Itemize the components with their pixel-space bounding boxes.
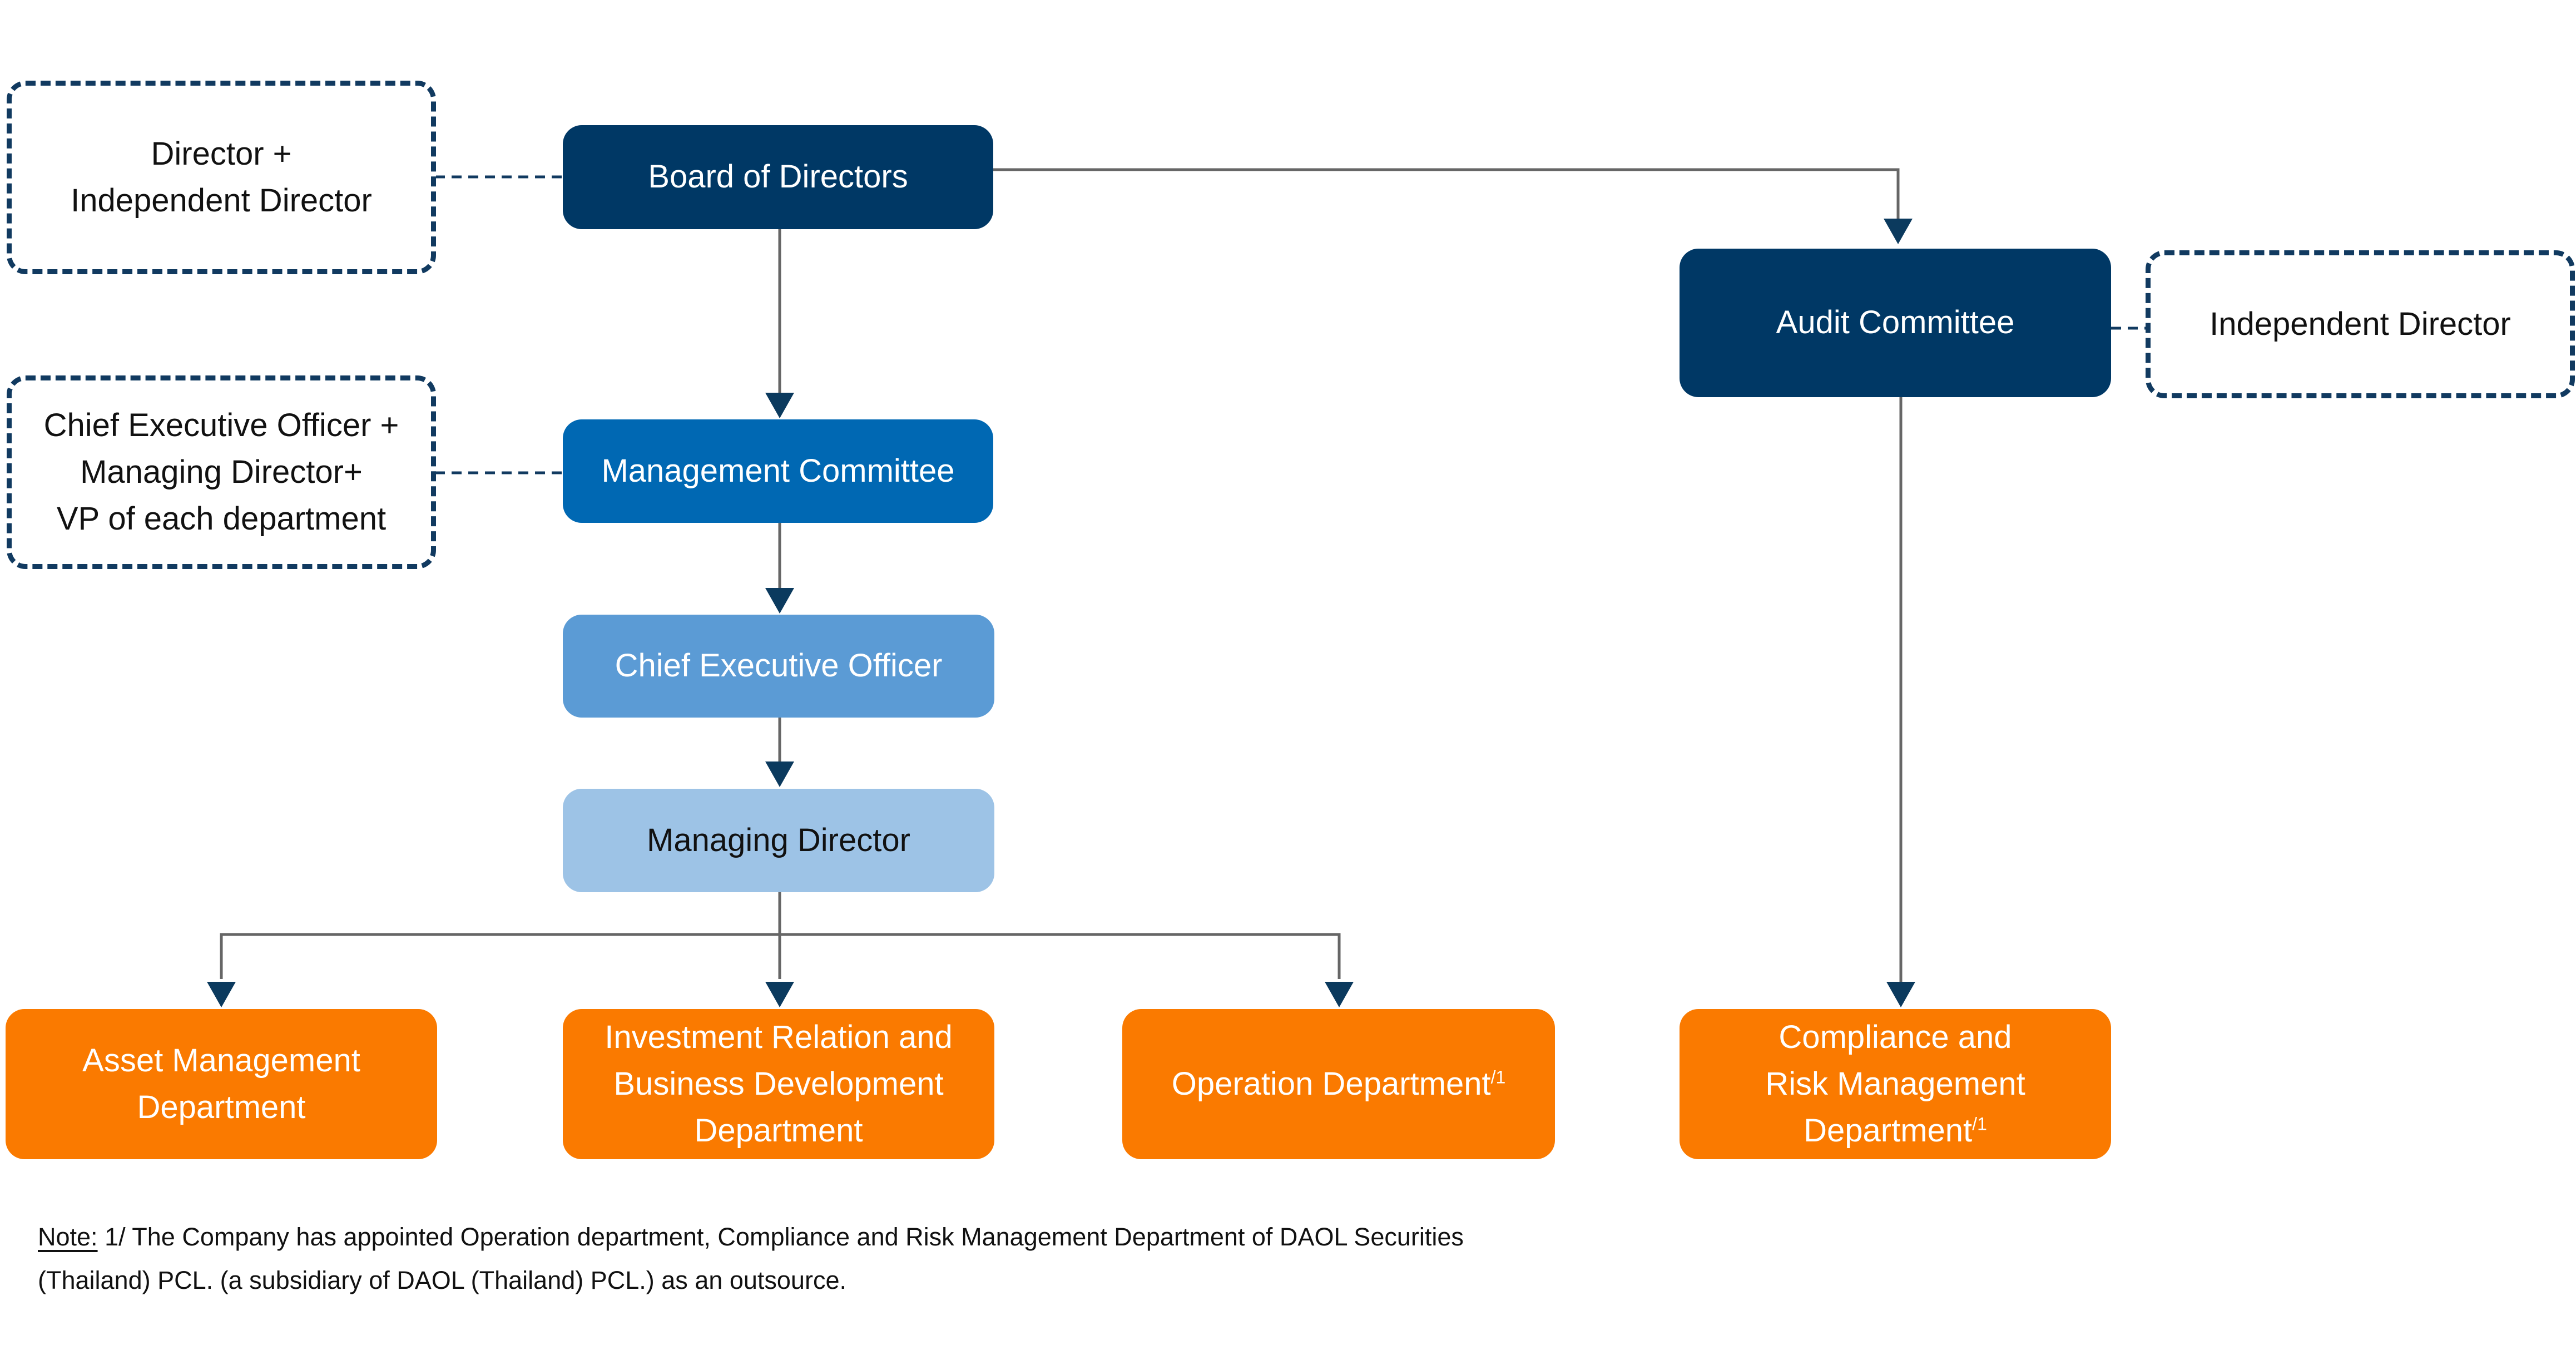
board-of-directors-box: Board of Directors xyxy=(563,125,993,229)
operation-department-box: Operation Department/1 xyxy=(1122,1009,1555,1159)
footnote-text-1: 1/ The Company has appointed Operation d… xyxy=(97,1223,1464,1251)
arrowheads xyxy=(207,219,1915,1007)
compliance-line-1: Compliance and xyxy=(1779,1018,2012,1055)
asset-management-department-box: Asset Management Department xyxy=(6,1009,437,1159)
connector-board-audit xyxy=(993,168,1900,220)
compliance-line-3: Department/1 xyxy=(1765,1107,2025,1154)
ceo-note-line-2: Managing Director+ xyxy=(80,453,363,490)
ceo-note-line-1: Chief Executive Officer + xyxy=(43,407,399,443)
arrow-management xyxy=(765,393,794,418)
solid-connectors xyxy=(220,168,1903,982)
arrow-ceo xyxy=(765,588,794,614)
arrow-operation xyxy=(1325,982,1354,1007)
asset-management-line-1: Asset Management xyxy=(82,1042,360,1079)
dashed-connectors xyxy=(435,175,2146,474)
ceo-note-line-3: VP of each department xyxy=(56,501,387,537)
management-committee-label: Management Committee xyxy=(601,452,955,489)
director-note-box: Director + Independent Director xyxy=(7,81,436,274)
arrow-audit xyxy=(1884,219,1913,244)
director-note-line-1: Director + xyxy=(151,135,292,172)
investment-relation-line-2: Business Development xyxy=(613,1065,944,1102)
operation-department-text: Operation Department xyxy=(1171,1065,1491,1102)
footnote: Note: 1/ The Company has appointed Opera… xyxy=(38,1215,1651,1302)
compliance-footnote: /1 xyxy=(1972,1114,1987,1134)
arrow-investment xyxy=(765,982,794,1007)
investment-relation-line-3: Department xyxy=(694,1112,863,1149)
compliance-line-3-text: Department xyxy=(1804,1112,1973,1149)
footnote-line-1: Note: 1/ The Company has appointed Opera… xyxy=(38,1215,1651,1259)
investment-relation-line-1: Investment Relation and xyxy=(605,1018,953,1055)
footnote-label: Note: xyxy=(38,1223,98,1251)
managing-director-box: Managing Director xyxy=(563,789,994,892)
arrow-compliance xyxy=(1886,982,1915,1007)
director-note-line-2: Independent Director xyxy=(71,182,372,219)
compliance-line-2: Risk Management xyxy=(1765,1065,2025,1102)
management-committee-box: Management Committee xyxy=(563,419,993,523)
board-of-directors-label: Board of Directors xyxy=(648,159,908,195)
arrow-md xyxy=(765,761,794,787)
independent-director-note-label: Independent Director xyxy=(2210,305,2511,342)
ceo-note-box: Chief Executive Officer + Managing Direc… xyxy=(7,375,436,569)
arrow-asset xyxy=(207,982,236,1007)
asset-management-line-2: Department xyxy=(137,1089,306,1125)
independent-director-note-box: Independent Director xyxy=(2146,250,2575,398)
chief-executive-officer-label: Chief Executive Officer xyxy=(615,647,943,684)
operation-department-label: Operation Department/1 xyxy=(1172,1061,1506,1107)
audit-committee-label: Audit Committee xyxy=(1776,304,2015,341)
chief-executive-officer-box: Chief Executive Officer xyxy=(563,615,994,718)
compliance-risk-department-box: Compliance and Risk Management Departmen… xyxy=(1680,1009,2111,1159)
audit-committee-box: Audit Committee xyxy=(1680,249,2111,397)
managing-director-label: Managing Director xyxy=(647,822,910,858)
investment-relation-department-box: Investment Relation and Business Develop… xyxy=(563,1009,994,1159)
operation-department-footnote: /1 xyxy=(1490,1067,1506,1087)
footnote-line-2: (Thailand) PCL. (a subsidiary of DAOL (T… xyxy=(38,1266,846,1294)
